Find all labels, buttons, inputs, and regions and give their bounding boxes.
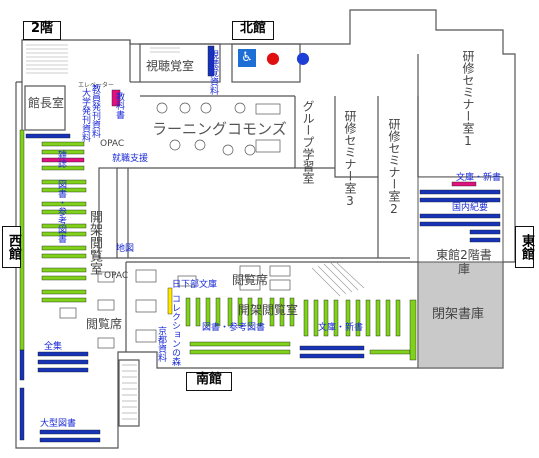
reference-books-label: 図書・参考図書 [56,180,66,243]
bulletins-label: 国内紀要 [452,203,489,213]
furniture [59,102,291,349]
walls [15,9,516,449]
closed-stacks-area [417,261,504,369]
learning-commons: ラーニングコモンズ [152,120,287,138]
womens-restroom-icon: ● [266,48,280,67]
faculty-publications-label: 教員発刊資料 [90,84,100,138]
seminar-room-2: 研修セミナー室2 [387,118,401,216]
closed-stacks: 閉架書庫 [432,307,485,322]
bunko-shinsho-south-label: 文庫・新書 [318,323,364,333]
mens-restroom-icon: ● [296,48,310,67]
director-room: 館長室 [27,96,64,110]
west-building-label: 西館 [2,226,21,268]
reading-seats-west: 閲覧席 [86,317,123,331]
open-reading-room-south: 開架閲覧室 [238,303,299,317]
opac-west-label: OPAC [104,271,129,281]
seminar-room-3: 研修セミナー室3 [343,110,357,208]
north-building-label: 北館 [232,21,274,40]
group-study-room: グループ学習室 [301,100,315,184]
collection-forest-label: コレクションの森 [170,294,180,366]
east-2f-stacks: 東館2階書庫 [436,248,492,277]
map-label: 地図 [116,244,135,254]
complete-works-label: 全集 [44,342,63,352]
magazines-label: 雑誌 [56,150,66,168]
av-materials-label: 視聴覚資料 [208,50,218,95]
east-building-label: 東館 [515,226,534,268]
bunko-shinsho-east-label: 文庫・新書 [456,173,502,183]
wheelchair-restroom-icon: ♿ [238,49,256,67]
reference-books-south-label: 図書・参考図書 [202,323,266,333]
univ-publications-label: 大学発刊資料 [80,88,90,142]
av-room: 視聴覚室 [146,59,195,73]
east-shelves [419,181,501,243]
oversize-books-label: 大型図書 [40,419,77,429]
textbooks-label: 教科書 [114,92,124,119]
south-building-label: 南館 [186,372,232,391]
open-stacks-west: 開架閲覧室 [87,210,102,275]
career-support-label: 就職支援 [112,154,149,164]
reading-seats-south: 閲覧席 [232,273,269,287]
elevator-label: エレベーター [78,82,115,89]
kyoto-materials-label: 京都資料 [156,326,166,362]
stairs [26,44,365,420]
west-shelves [19,45,215,443]
seminar-room-1: 研修セミナー室1 [461,50,475,148]
floor-label: 2階 [23,21,61,40]
south-shelves [185,297,417,361]
kusakabe-collection-label: 日下部文庫 [172,280,218,290]
opac-north-label: OPAC [100,139,125,149]
